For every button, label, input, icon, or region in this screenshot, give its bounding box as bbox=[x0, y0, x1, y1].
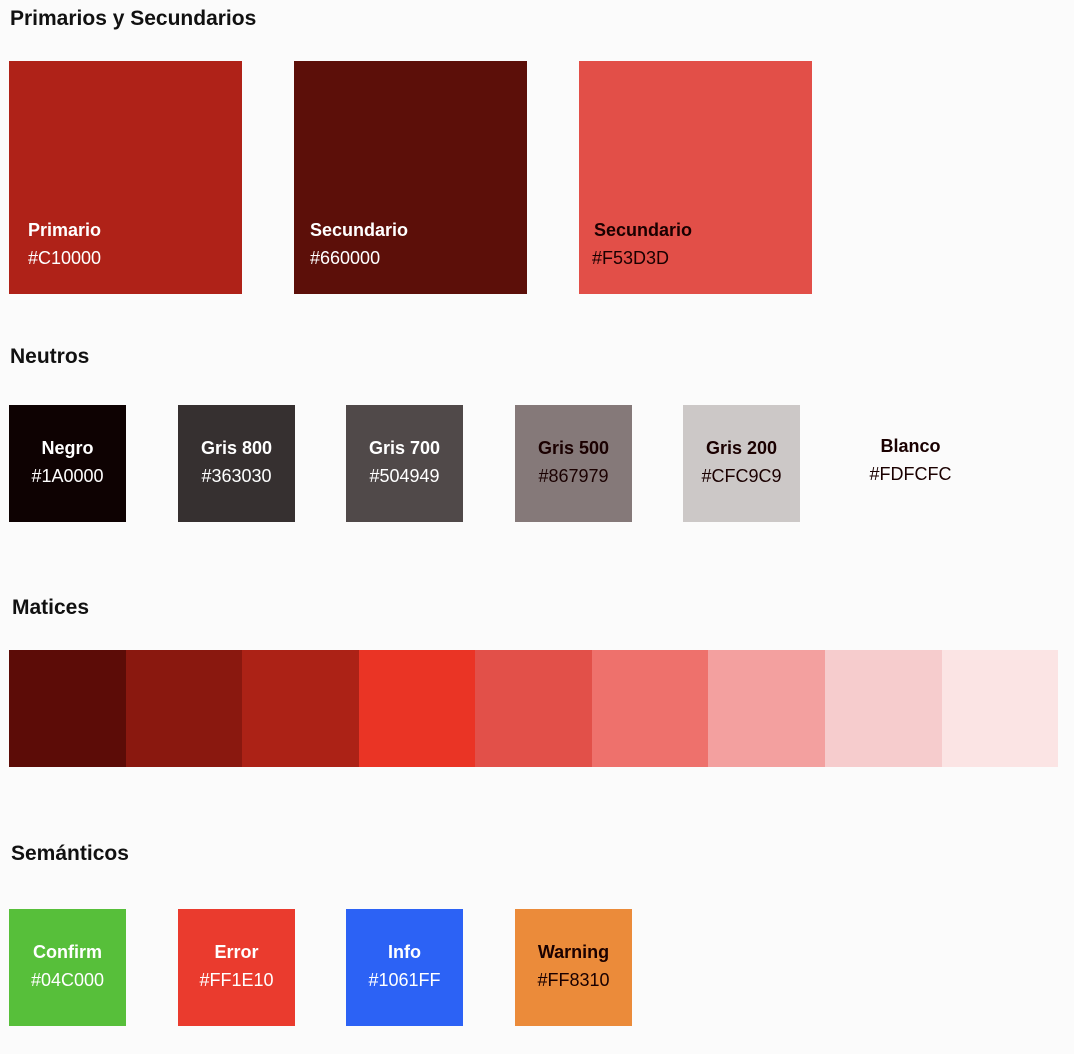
swatch-name: Gris 500 bbox=[537, 438, 610, 458]
swatch-hex: #504949 bbox=[369, 466, 440, 486]
swatch-hex: #867979 bbox=[538, 466, 609, 486]
swatch-label: Info #1061FF bbox=[346, 941, 463, 991]
swatch-name: Gris 800 bbox=[200, 438, 273, 458]
swatch-name: Info bbox=[388, 942, 421, 962]
shade-swatch-5 bbox=[475, 650, 592, 767]
swatch-hex: #F53D3D bbox=[592, 248, 670, 268]
section-title-shades: Matices bbox=[12, 596, 90, 619]
swatch-label: Gris 200 #CFC9C9 bbox=[683, 437, 800, 487]
color-swatch-negro: Negro #1A0000 bbox=[9, 405, 126, 522]
shade-swatch-3 bbox=[242, 650, 359, 767]
swatch-hex: #FF1E10 bbox=[199, 970, 274, 990]
color-swatch-gris-700: Gris 700 #504949 bbox=[346, 405, 463, 522]
swatch-hex: #C10000 bbox=[28, 248, 102, 268]
swatch-name: Primario bbox=[28, 220, 102, 240]
swatch-name: Secundario bbox=[310, 220, 409, 240]
color-swatch-secundario-dark: Secundario #660000 bbox=[294, 61, 527, 294]
swatch-name: Warning bbox=[537, 942, 610, 962]
shade-swatch-9 bbox=[941, 650, 1059, 767]
swatch-hex: #660000 bbox=[310, 248, 381, 268]
swatch-label: Gris 800 #363030 bbox=[178, 437, 295, 487]
swatch-name: Blanco bbox=[880, 436, 941, 456]
color-swatch-gris-800: Gris 800 #363030 bbox=[178, 405, 295, 522]
swatch-hex: #CFC9C9 bbox=[701, 466, 782, 486]
color-swatch-error: Error #FF1E10 bbox=[178, 909, 295, 1026]
section-title-primary: Primarios y Secundarios bbox=[10, 7, 257, 30]
shade-swatch-7 bbox=[708, 650, 825, 767]
swatch-label: Gris 500 #867979 bbox=[515, 437, 632, 487]
shade-swatch-1 bbox=[9, 650, 126, 767]
swatch-label: Gris 700 #504949 bbox=[346, 437, 463, 487]
swatch-label: Negro #1A0000 bbox=[9, 437, 126, 487]
swatch-hex: #04C000 bbox=[30, 970, 105, 990]
shades-strip bbox=[9, 650, 1059, 767]
swatch-hex: #FF8310 bbox=[537, 970, 610, 990]
section-title-semantic: Semánticos bbox=[11, 842, 129, 865]
swatch-label: Confirm #04C000 bbox=[9, 941, 126, 991]
swatch-hex: #1061FF bbox=[368, 970, 441, 990]
swatch-label: Blanco #FDFCFC bbox=[852, 435, 969, 485]
swatch-name: Negro bbox=[41, 438, 94, 458]
swatch-name: Confirm bbox=[33, 942, 102, 962]
color-swatch-secundario-light: Secundario #F53D3D bbox=[579, 61, 812, 294]
color-swatch-gris-500: Gris 500 #867979 bbox=[515, 405, 632, 522]
section-title-neutral: Neutros bbox=[10, 345, 90, 368]
color-swatch-gris-200: Gris 200 #CFC9C9 bbox=[683, 405, 800, 522]
swatch-name: Secundario bbox=[594, 220, 693, 240]
shade-swatch-6 bbox=[591, 650, 709, 767]
swatch-label: Warning #FF8310 bbox=[515, 941, 632, 991]
swatch-name: Gris 200 bbox=[705, 438, 778, 458]
swatch-name: Error bbox=[214, 942, 259, 962]
shade-swatch-4 bbox=[358, 650, 476, 767]
swatch-name: Gris 700 bbox=[368, 438, 441, 458]
shade-swatch-2 bbox=[125, 650, 243, 767]
color-swatch-confirm: Confirm #04C000 bbox=[9, 909, 126, 1026]
color-swatch-warning: Warning #FF8310 bbox=[515, 909, 632, 1026]
color-swatch-primario: Primario #C10000 bbox=[9, 61, 242, 294]
color-swatch-info: Info #1061FF bbox=[346, 909, 463, 1026]
swatch-hex: #FDFCFC bbox=[869, 464, 952, 484]
swatch-label: Error #FF1E10 bbox=[178, 941, 295, 991]
swatch-hex: #1A0000 bbox=[31, 466, 104, 486]
color-swatch-blanco: Blanco #FDFCFC bbox=[852, 405, 969, 522]
swatch-hex: #363030 bbox=[201, 466, 272, 486]
shade-swatch-8 bbox=[824, 650, 942, 767]
